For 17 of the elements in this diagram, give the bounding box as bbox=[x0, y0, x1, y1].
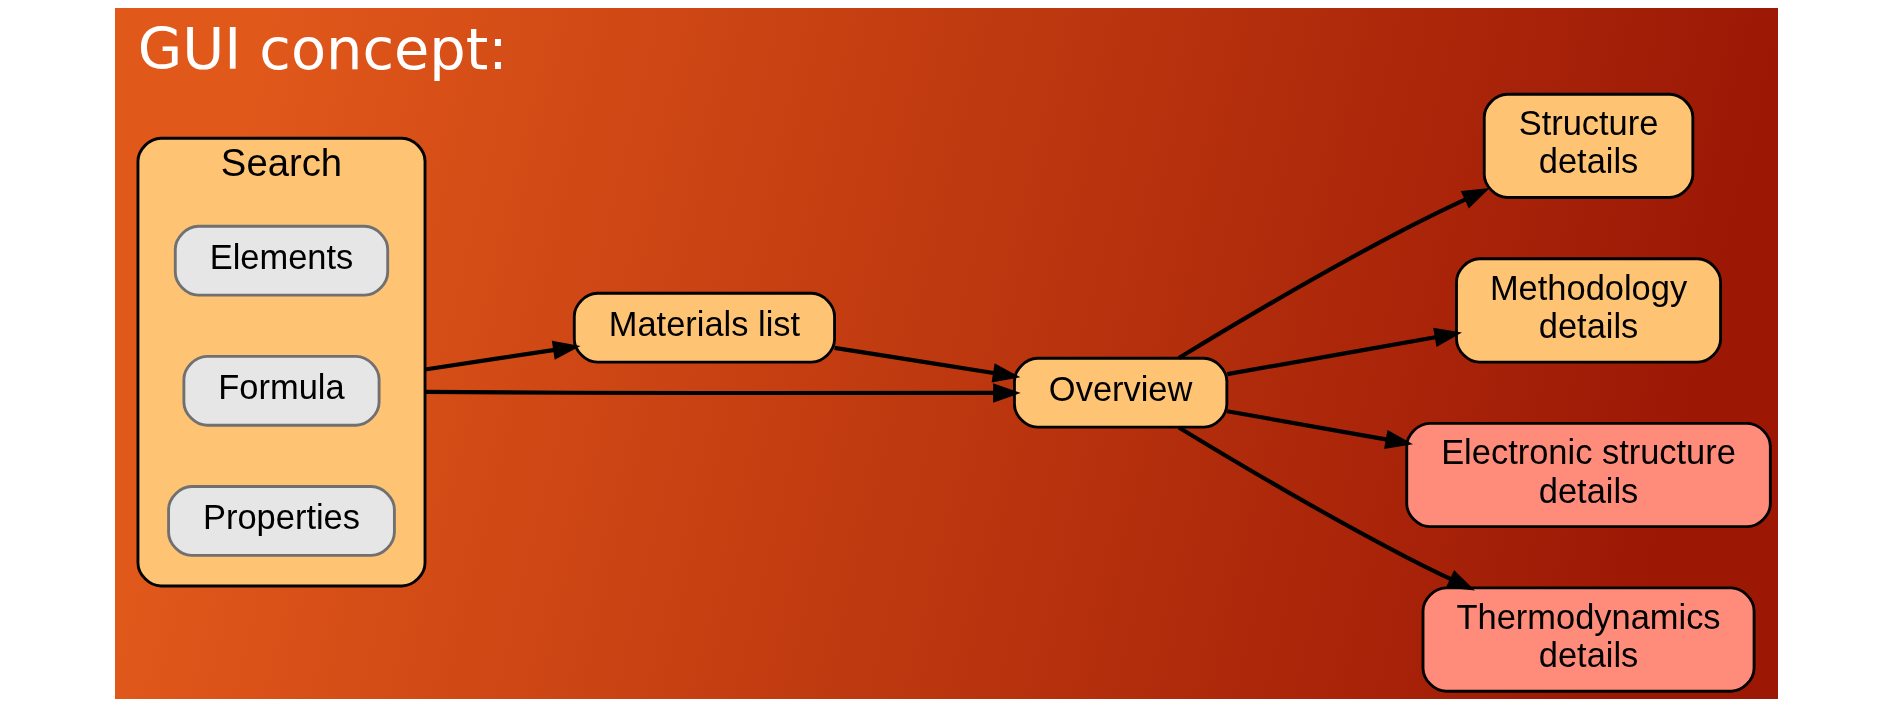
arrow bbox=[1226, 327, 1462, 377]
node-box: Electronic structure details bbox=[1404, 421, 1772, 529]
node-box: Structure details bbox=[1482, 92, 1694, 199]
node-box: Properties bbox=[166, 485, 396, 557]
arrow bbox=[833, 345, 1020, 383]
arrow bbox=[1226, 409, 1413, 449]
node-box: Elements bbox=[173, 224, 389, 297]
node-box: Thermodynamics details bbox=[1421, 586, 1755, 693]
arrow bbox=[424, 383, 1021, 403]
diagram-title: GUI concept: bbox=[137, 16, 508, 84]
arrow bbox=[424, 340, 581, 372]
node-box: Methodology details bbox=[1454, 257, 1722, 364]
arrow bbox=[1177, 425, 1475, 591]
arrow bbox=[1177, 188, 1490, 360]
node-box: Formula bbox=[181, 354, 381, 427]
node-box: Overview bbox=[1012, 356, 1228, 429]
node-box: Materials list bbox=[572, 291, 836, 364]
